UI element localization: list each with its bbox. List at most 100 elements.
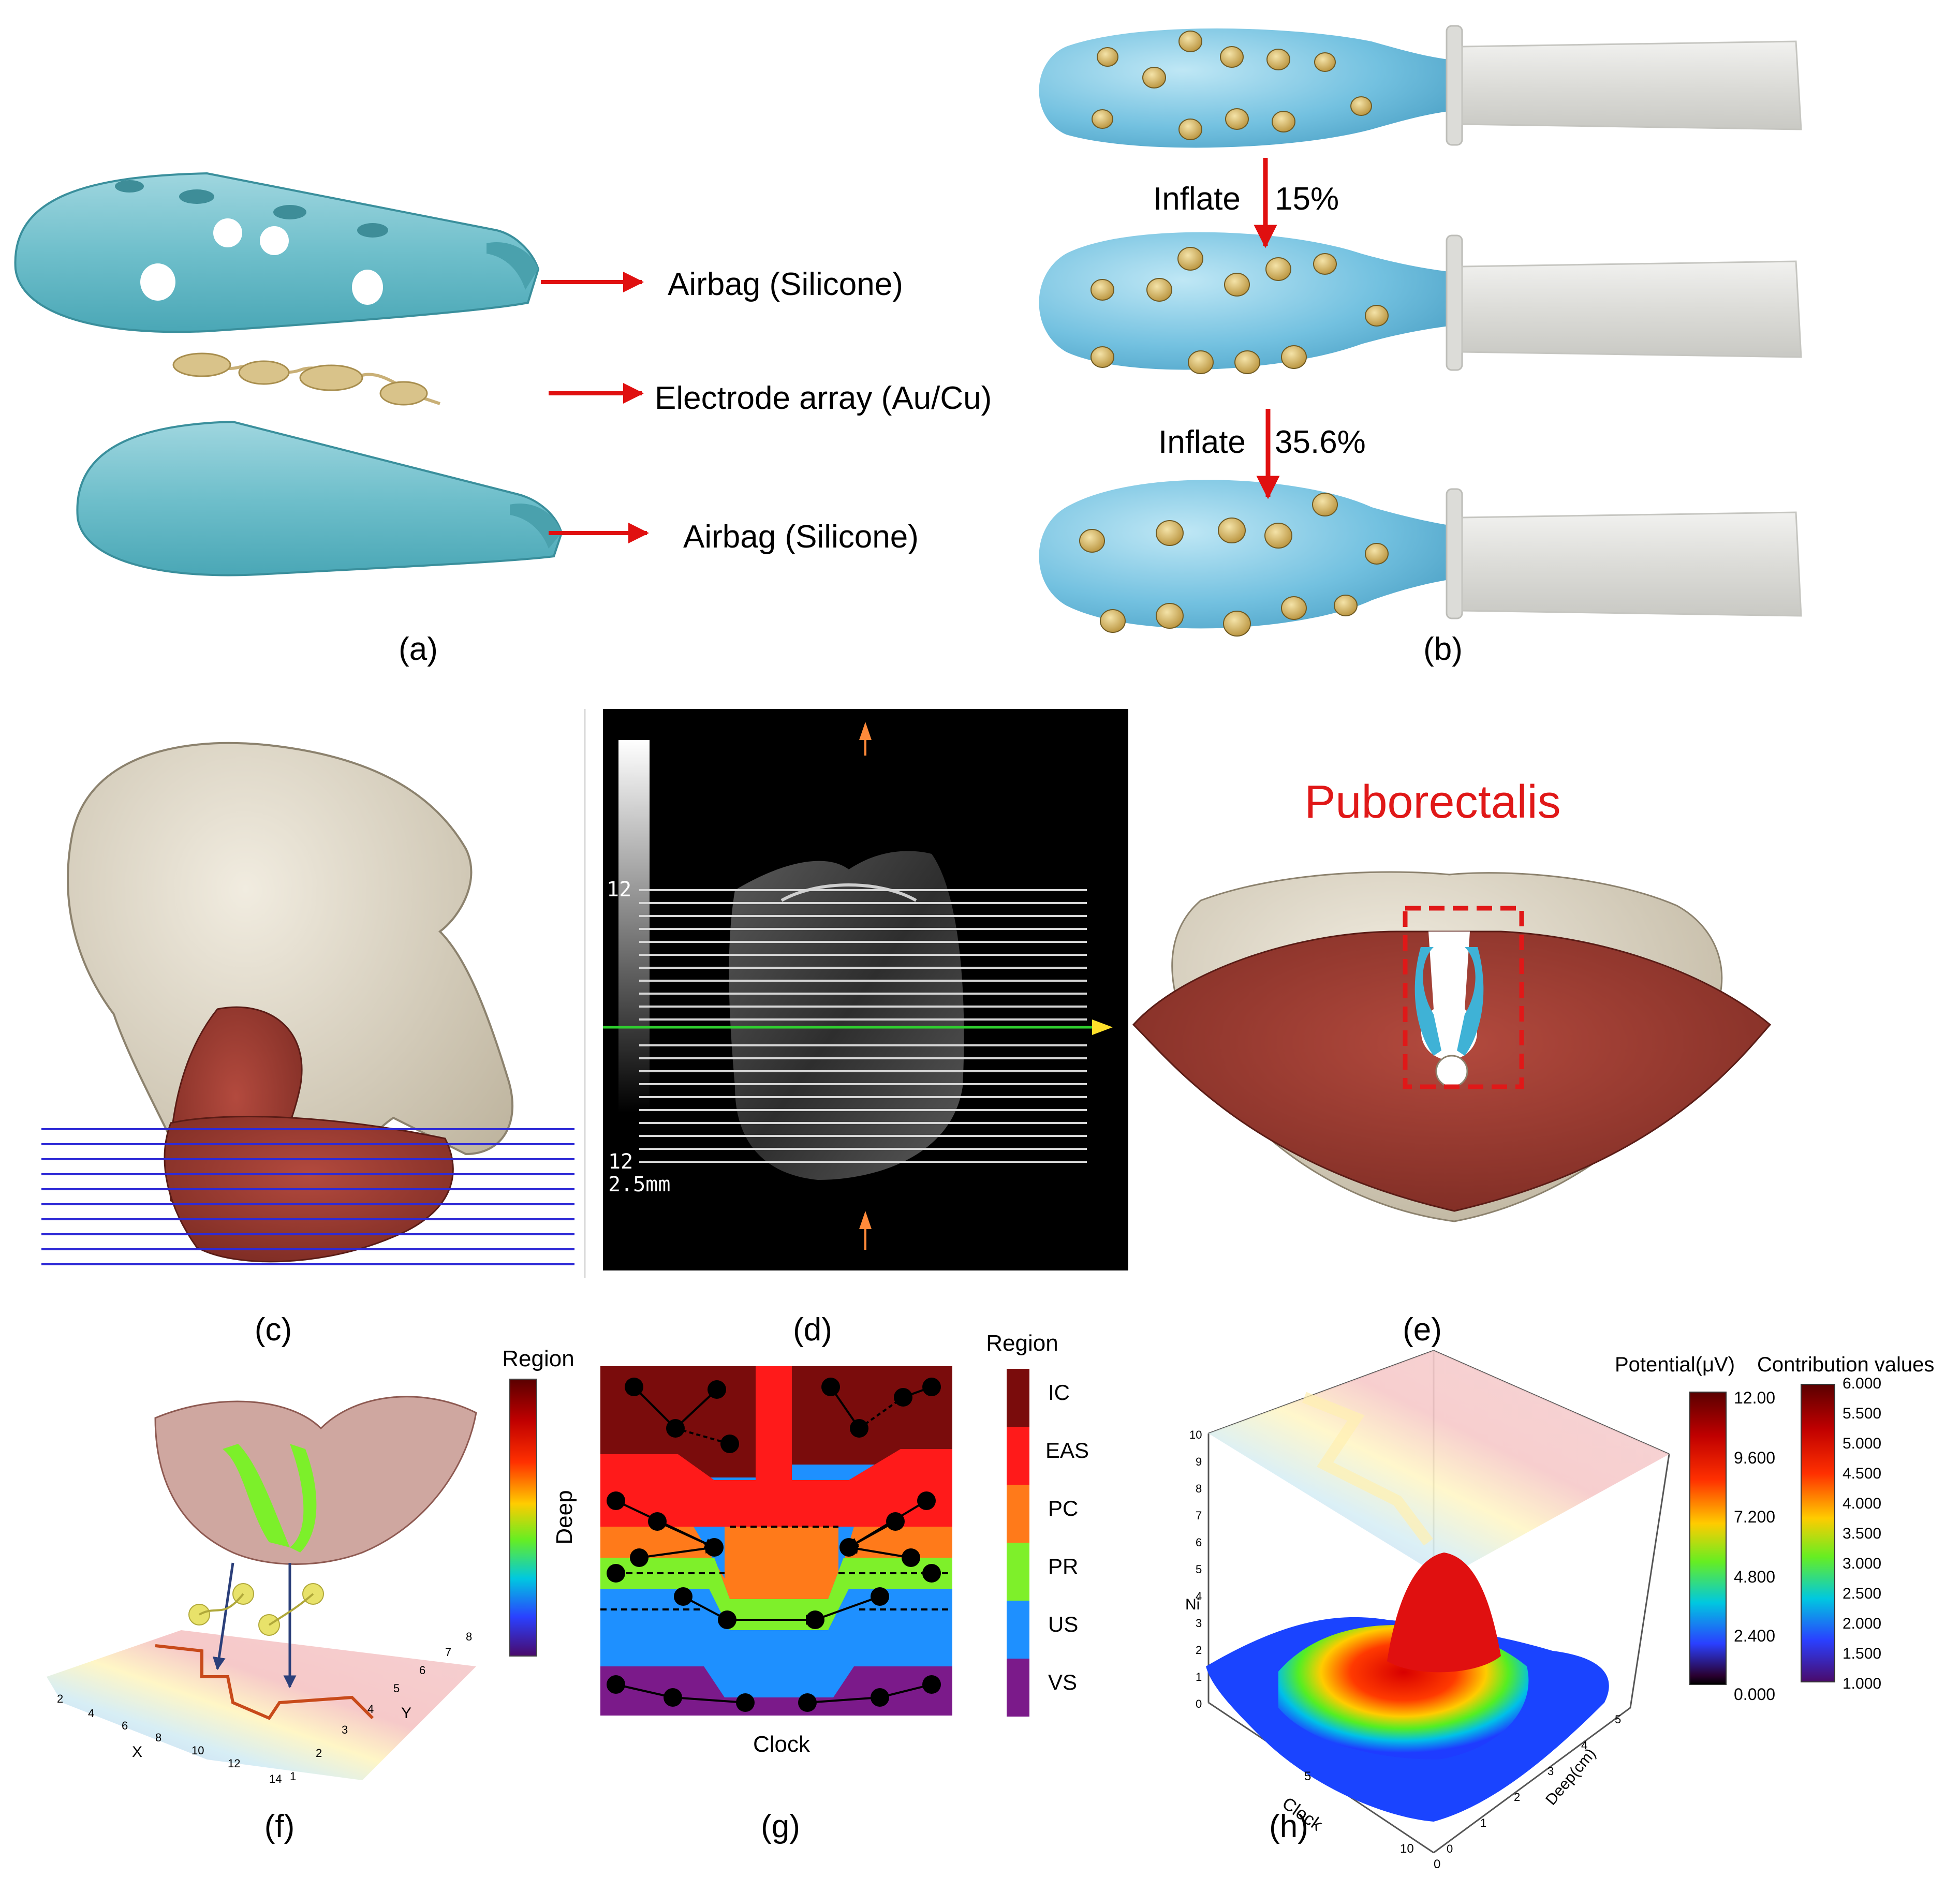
probe-deflated <box>1039 25 1802 148</box>
z-tick: 7 <box>1196 1509 1202 1522</box>
x-tick: 4 <box>88 1707 94 1720</box>
panel-g: Clock Region IC EAS PC PR US VS (g) <box>600 1331 1089 1844</box>
panel-b: Inflate 15% Inflate 35.6% (b) <box>1039 25 1802 667</box>
z-tick: 0 <box>1196 1697 1202 1710</box>
potential-ticks: 12.00 9.600 7.200 4.800 2.400 0.000 <box>1734 1388 1775 1704</box>
y-tick: 5 <box>1615 1713 1621 1726</box>
contribution-tick: 5.000 <box>1843 1435 1881 1452</box>
y-tick: 2 <box>316 1747 322 1760</box>
legend-label-pr: PR <box>1048 1554 1078 1578</box>
z-tick: 6 <box>1196 1536 1202 1549</box>
panel-f-label: (f) <box>264 1809 295 1844</box>
contribution-tick: 4.500 <box>1843 1465 1881 1482</box>
bottom-airbag-shell <box>76 420 563 577</box>
z-axis-label: Ni <box>1185 1596 1200 1613</box>
z-tick: 9 <box>1196 1455 1202 1468</box>
panel-f: Region Deep 2 4 6 8 10 12 14 X 1 2 3 4 5… <box>47 1346 577 1844</box>
scale-unit-label: 2.5mm <box>608 1173 670 1196</box>
panel-d: 12 12 2.5mm (d) <box>603 709 1128 1348</box>
ultrasound-slice-lines <box>639 889 1087 1163</box>
z-tick: 2 <box>1196 1644 1202 1657</box>
z-ticks: 0 1 2 3 4 5 6 7 8 9 10 <box>1189 1428 1202 1710</box>
contribution-tick: 2.000 <box>1843 1615 1881 1632</box>
puborectalis-highlight <box>223 1444 290 1547</box>
scale-bottom-label: 12 <box>608 1150 633 1174</box>
top-marker <box>859 722 872 740</box>
y-tick: 1 <box>290 1770 296 1783</box>
y-tick: 7 <box>445 1646 451 1659</box>
inflate-step-2-label: Inflate <box>1158 424 1246 460</box>
z-tick: 10 <box>1189 1428 1202 1441</box>
scale-top-label: 12 <box>607 878 631 901</box>
potential-tick: 9.600 <box>1734 1449 1775 1467</box>
legend-swatch-eas <box>1007 1427 1029 1485</box>
contribution-colorbar <box>1801 1384 1835 1682</box>
potential-colorbar-title: Potential(μV) <box>1615 1353 1735 1376</box>
x-tick: 6 <box>122 1719 128 1732</box>
deep-axis-label: Deep <box>552 1490 577 1544</box>
panel-c: (c) <box>41 709 586 1348</box>
contribution-tick: 1.500 <box>1843 1645 1881 1662</box>
contribution-tick: 6.000 <box>1843 1375 1881 1392</box>
legend-swatch-vs <box>1007 1659 1029 1717</box>
region-colorbar <box>509 1379 537 1657</box>
electrode-array <box>172 352 440 406</box>
panel-h: 0 1 2 3 4 5 6 7 8 9 10 Ni 0 5 10 Clock 0… <box>1185 1350 1934 1871</box>
contribution-tick: 2.500 <box>1843 1585 1881 1602</box>
legend-swatch-pr <box>1007 1543 1029 1601</box>
projected-heatmap <box>1209 1351 1669 1578</box>
x-tick: 2 <box>57 1692 63 1705</box>
region-legend: IC EAS PC PR US VS <box>1007 1369 1089 1717</box>
region-legend-title: Region <box>986 1331 1058 1356</box>
potential-tick: 7.200 <box>1734 1507 1775 1526</box>
y-tick: 8 <box>466 1630 472 1643</box>
panel-e: Puborectalis (e) <box>1132 776 1772 1348</box>
contribution-tick: 3.500 <box>1843 1525 1881 1542</box>
panel-f-x-ticks: 2 4 6 8 10 12 14 <box>57 1692 282 1785</box>
potential-tick: 12.00 <box>1734 1388 1775 1407</box>
y-tick: 6 <box>419 1664 425 1677</box>
puborectalis-title: Puborectalis <box>1304 776 1560 828</box>
z-tick: 3 <box>1196 1617 1202 1630</box>
y-tick: 1 <box>1480 1816 1486 1829</box>
x-tick: 5 <box>1304 1769 1311 1783</box>
probe-electrodes <box>1079 31 1389 637</box>
z-tick: 1 <box>1196 1671 1202 1683</box>
panel-g-label: (g) <box>761 1809 800 1844</box>
inflate-step-2-pct: 35.6% <box>1275 424 1366 460</box>
puborectalis-box <box>1403 906 1524 1089</box>
y-tick: 5 <box>393 1682 400 1695</box>
callout-electrode-array: Electrode array (Au/Cu) <box>655 380 992 416</box>
probe-inflated-15 <box>1039 232 1802 371</box>
potential-colorbar <box>1689 1392 1727 1685</box>
legend-swatch-ic <box>1007 1369 1029 1427</box>
x-tick: 12 <box>228 1757 240 1770</box>
callout-airbag-top: Airbag (Silicone) <box>668 267 903 302</box>
panel-a: Airbag (Silicone) Electrode array (Au/Cu… <box>14 172 992 667</box>
grayscale-bar <box>618 740 650 1113</box>
contribution-tick: 4.000 <box>1843 1495 1881 1512</box>
panel-f-y-axis-label: Y <box>401 1705 411 1722</box>
ultrasound-image <box>729 851 964 1180</box>
legend-swatch-us <box>1007 1601 1029 1659</box>
panel-f-y-ticks: 1 2 3 4 5 6 7 8 <box>290 1630 472 1783</box>
x-tick: 8 <box>155 1731 161 1744</box>
top-airbag-shell <box>14 172 540 333</box>
panel-c-label: (c) <box>255 1312 292 1348</box>
y-tick: 4 <box>367 1703 374 1716</box>
panel-h-label: (h) <box>1269 1809 1308 1844</box>
potential-tick: 2.400 <box>1734 1627 1775 1645</box>
contribution-ticks: 6.000 5.500 5.000 4.500 4.000 3.500 3.00… <box>1843 1375 1881 1692</box>
contribution-tick: 1.000 <box>1843 1675 1881 1692</box>
legend-label-eas: EAS <box>1045 1438 1089 1462</box>
y-tick: 0 <box>1447 1842 1453 1855</box>
x-ticks: 0 5 10 <box>1304 1769 1440 1871</box>
panel-b-label: (b) <box>1423 631 1463 667</box>
y-tick: 3 <box>342 1723 348 1736</box>
x-tick: 14 <box>269 1772 282 1785</box>
legend-swatch-pc <box>1007 1485 1029 1543</box>
x-tick: 10 <box>191 1744 204 1757</box>
contribution-colorbar-title: Contribution values <box>1757 1353 1934 1376</box>
y-tick: 3 <box>1548 1765 1554 1778</box>
